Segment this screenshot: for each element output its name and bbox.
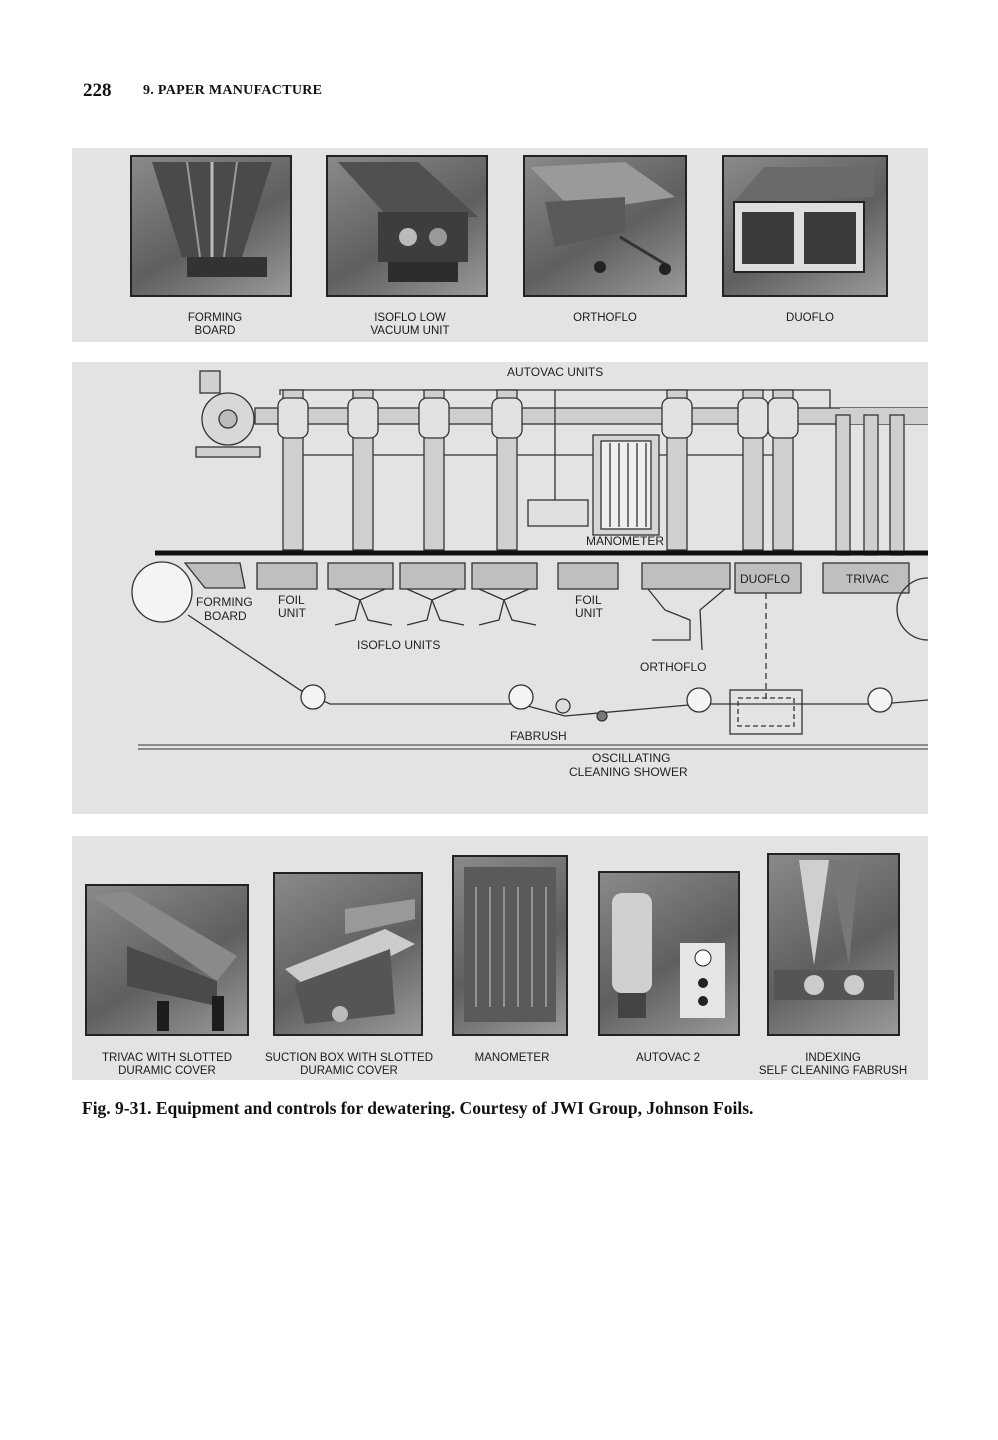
photo-forming-board xyxy=(130,155,292,297)
photo-trivac xyxy=(85,884,249,1036)
label-duoflo: DUOFLO xyxy=(740,572,790,586)
photo-label-autovac: AUTOVAC 2 xyxy=(618,1052,718,1065)
photo-label-isoflo-vacuum-unit: ISOFLO LOW VACUUM UNIT xyxy=(340,312,480,338)
photo-duoflo xyxy=(722,155,888,297)
photo-fabrush xyxy=(767,853,900,1036)
photo-label-orthoflo: ORTHOFLO xyxy=(540,312,670,325)
label-foil-unit-left-2: UNIT xyxy=(278,606,307,620)
label-oscillating: OSCILLATING xyxy=(592,751,670,765)
photo-autovac xyxy=(598,871,740,1036)
figure-caption: Fig. 9-31. Equipment and controls for de… xyxy=(82,1098,753,1119)
photo-label-fabrush: INDEXING SELF CLEANING FABRUSH xyxy=(740,1052,926,1078)
photo-label-trivac: TRIVAC WITH SLOTTED DURAMIC COVER xyxy=(82,1052,252,1078)
label-foil-unit-right-2: UNIT xyxy=(575,606,604,620)
vacuum-pump xyxy=(196,371,260,457)
label-isoflo-units: ISOFLO UNITS xyxy=(357,638,440,652)
label-manometer: MANOMETER xyxy=(586,534,664,548)
dewatering-diagram: AUTOVAC UNITS MANOMETER FORMING BOARD FO… xyxy=(72,362,928,814)
label-autovac-units: AUTOVAC UNITS xyxy=(507,365,603,379)
photo-label-suction-box: SUCTION BOX WITH SLOTTED DURAMIC COVER xyxy=(253,1052,445,1078)
label-fabrush: FABRUSH xyxy=(510,729,567,743)
label-trivac: TRIVAC xyxy=(846,572,889,586)
label-forming-board: FORMING xyxy=(196,595,253,609)
chapter-title: 9. PAPER MANUFACTURE xyxy=(143,83,322,99)
photo-orthoflo xyxy=(523,155,687,297)
dewatering-diagram-panel: AUTOVAC UNITS MANOMETER FORMING BOARD FO… xyxy=(72,362,928,814)
photo-label-forming-board: FORMING BOARD xyxy=(150,312,280,338)
label-forming-board-2: BOARD xyxy=(204,609,247,623)
photo-label-manometer: MANOMETER xyxy=(462,1052,562,1065)
photo-isoflo-vacuum-unit xyxy=(326,155,488,297)
label-cleaning-shower: CLEANING SHOWER xyxy=(569,765,688,779)
label-foil-unit-right: FOIL xyxy=(575,593,602,607)
page-number: 228 xyxy=(83,80,112,102)
photo-label-duoflo: DUOFLO xyxy=(745,312,875,325)
isoflo-units xyxy=(328,563,537,625)
label-orthoflo: ORTHOFLO xyxy=(640,660,706,674)
label-foil-unit-left: FOIL xyxy=(278,593,305,607)
photo-suction-box xyxy=(273,872,423,1036)
photo-manometer xyxy=(452,855,568,1036)
